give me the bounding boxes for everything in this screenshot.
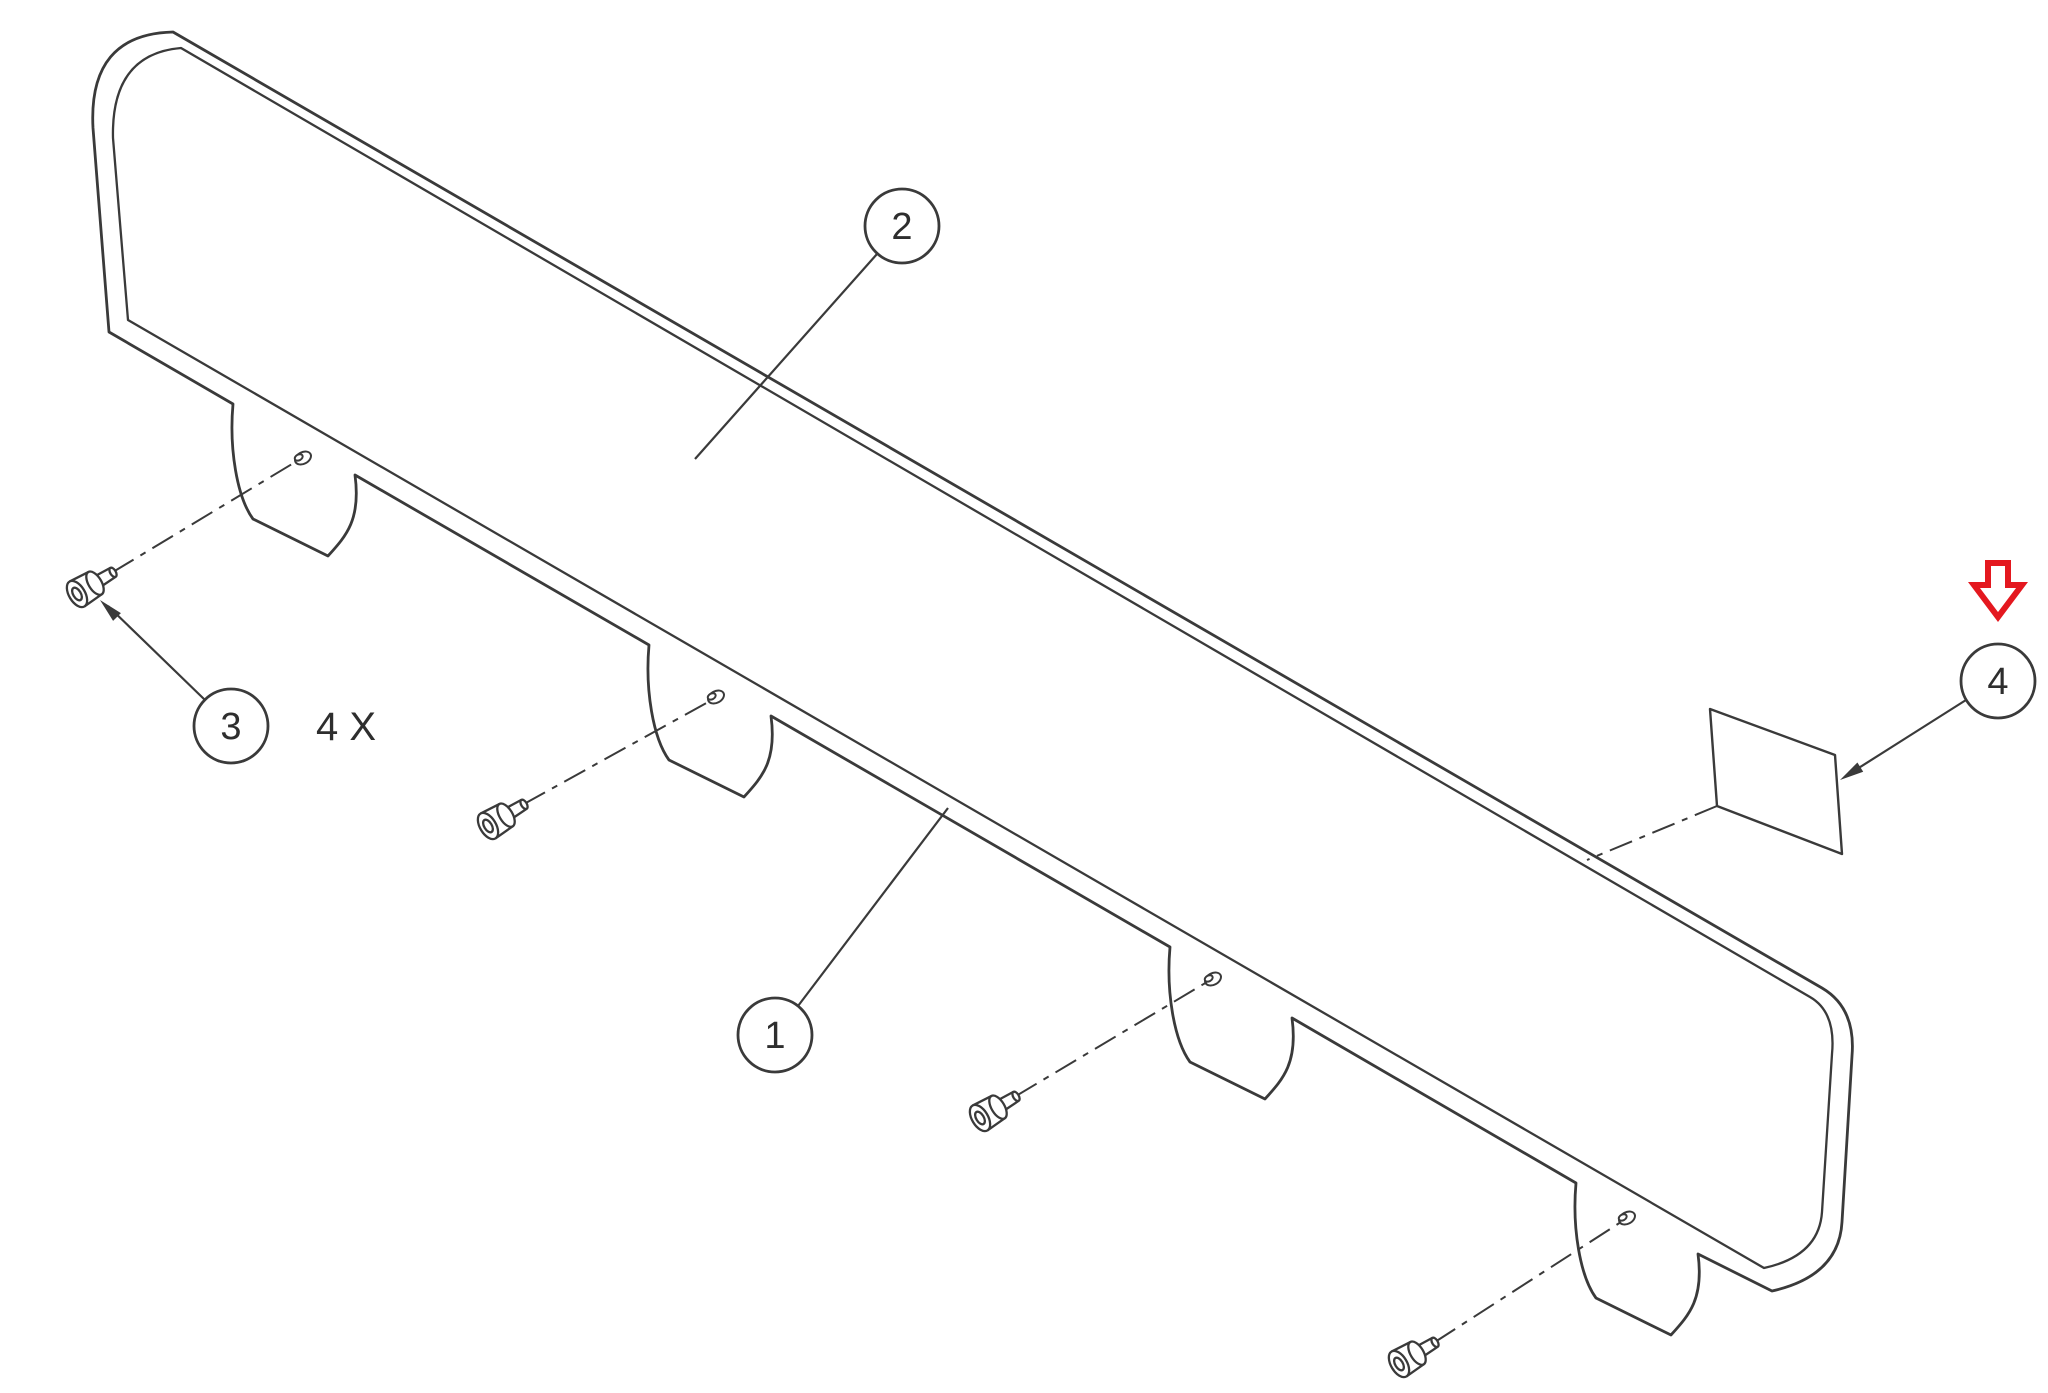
item-4-plate [1708,707,1844,856]
balloon-4-leader [1845,699,1967,777]
balloon-1 [736,996,814,1074]
balloon-4-arrowhead [1840,762,1864,780]
screw-centerline-1 [112,460,298,573]
tab-hole-3 [1201,968,1225,990]
screw-1 [61,557,125,612]
balloon-2-label: 2 [891,206,912,248]
balloon-3-arrowhead [100,600,121,621]
screw-4 [1383,1327,1447,1382]
balloon-2 [863,187,941,265]
item-4-centerline [1586,805,1718,861]
screw-2 [472,789,536,844]
tab-hole-2 [704,686,728,708]
balloon-4 [1959,642,2037,720]
quantity-label: 4 X [316,705,376,749]
balloon-1-label: 1 [764,1015,785,1057]
tab-hole-4 [1615,1207,1639,1229]
main-panel-inner-outline [111,46,1834,1270]
balloon-3-label: 3 [220,706,241,748]
screw-3 [964,1081,1028,1136]
screw-centerline-2 [523,700,711,805]
balloon-3 [192,687,270,765]
main-panel-outer-outline [91,30,1854,1337]
screw-centerline-3 [1015,981,1208,1097]
balloon-3-leader [107,605,206,701]
balloon-1-leader [797,807,949,1007]
balloon-2-leader [694,253,878,460]
balloon-4-label: 4 [1987,661,2008,703]
red-down-block-arrow-icon [1968,560,2028,622]
tab-hole-1 [291,447,315,469]
screw-centerline-4 [1434,1221,1622,1343]
